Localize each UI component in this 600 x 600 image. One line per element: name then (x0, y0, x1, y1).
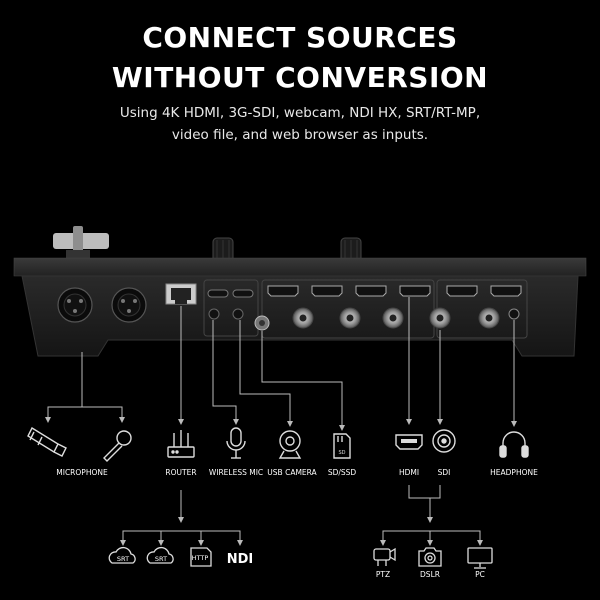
xlr-port-2 (111, 287, 147, 323)
usb-c-port-2 (232, 289, 254, 298)
label-sd-ssd: SD/SSD (328, 468, 357, 477)
label-ptz: PTZ (376, 570, 390, 579)
xlr-port-1 (57, 287, 93, 323)
switcher-device (13, 226, 587, 357)
sd-slot (254, 315, 270, 331)
pc-monitor-icon (467, 547, 493, 569)
label-usb-camera: USB CAMERA (267, 468, 317, 477)
usb-c-port-1 (207, 289, 229, 298)
connector-lines (45, 297, 517, 546)
xlr-plug-icon (27, 427, 67, 457)
srt-cloud-icon: SRT (146, 546, 174, 564)
hdmi-port-icon (395, 434, 423, 450)
label-srt-2: SRT (155, 555, 167, 563)
tripod-clamp (53, 226, 109, 262)
sdi-bnc-ports (292, 307, 500, 329)
webcam-icon (278, 430, 302, 459)
label-sdi: SDI (438, 468, 451, 477)
hdmi-ports (267, 285, 522, 297)
ethernet-port (165, 283, 197, 305)
ndi-logo: NDI (227, 552, 254, 567)
sdi-connector-icon (432, 429, 456, 453)
label-headphone: HEADPHONE (490, 468, 538, 477)
knob-left[interactable] (212, 237, 234, 263)
ptz-camera-icon (373, 547, 396, 566)
router-icon (167, 430, 195, 458)
label-dslr: DSLR (420, 570, 440, 579)
headline-line-2: WITHOUT CONVERSION (111, 61, 489, 94)
headphone-jack (508, 308, 520, 320)
http-doc-icon: HTTP (190, 547, 212, 567)
label-hdmi: HDMI (399, 468, 419, 477)
headphone-icon (499, 431, 529, 458)
subtitle: Using 4K HDMI, 3G-SDI, webcam, NDI HX, S… (119, 105, 481, 143)
label-srt-1: SRT (117, 555, 129, 563)
label-pc: PC (475, 570, 485, 579)
mic-jack (208, 308, 220, 320)
handheld-mic-icon (103, 430, 132, 462)
headline-line-1: CONNECT SOURCES (142, 21, 458, 54)
label-http: HTTP (192, 554, 209, 562)
label-microphone: MICROPHONE (56, 468, 108, 477)
sd-card-icon: SD (333, 433, 351, 459)
srt-cloud-icon: SRT (108, 546, 136, 564)
aux-jack (232, 308, 244, 320)
label-wireless-mic: WIRELESS MIC (209, 468, 263, 477)
wireless-mic-icon (226, 427, 246, 459)
label-router: ROUTER (165, 468, 196, 477)
svg-text:SD: SD (338, 450, 345, 456)
dslr-icon (418, 547, 442, 567)
